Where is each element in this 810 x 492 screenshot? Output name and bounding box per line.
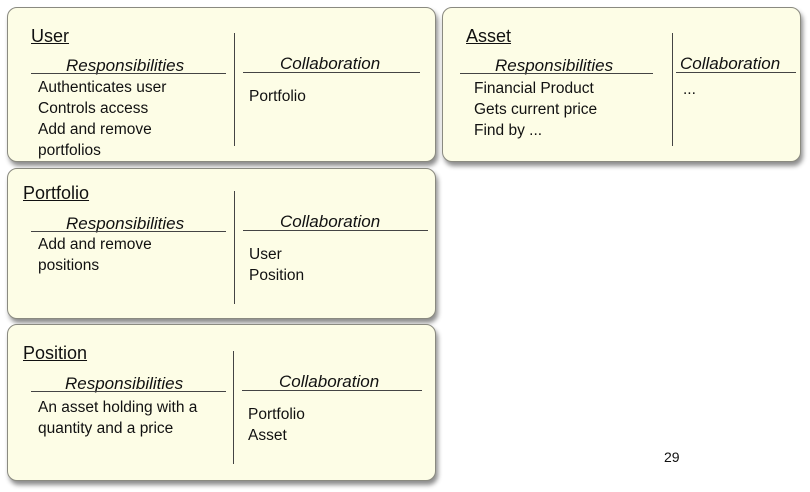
- responsibilities-header: Responsibilities: [66, 214, 185, 233]
- collaboration-header: Collaboration: [680, 54, 781, 73]
- list-item: User: [249, 246, 282, 263]
- collaboration-list: ...: [683, 79, 696, 100]
- responsibilities-list: Financial Product Gets current price Fin…: [474, 78, 597, 141]
- responsibilities-list: An asset holding with a quantity and a p…: [38, 397, 197, 439]
- card-title: User: [31, 26, 70, 46]
- card-title: Portfolio: [23, 183, 90, 203]
- list-item: Authenticates user: [38, 79, 167, 96]
- collaboration-list: Portfolio: [249, 86, 306, 107]
- crc-card-portfolio: Portfolio Responsibilities Collaboration…: [7, 168, 436, 319]
- responsibilities-header: Responsibilities: [65, 374, 184, 393]
- list-item: Find by ...: [474, 122, 543, 139]
- crc-card-position: Position Responsibilities Collaboration …: [7, 324, 436, 481]
- list-item: Add and remove: [38, 236, 152, 253]
- column-divider: [234, 191, 235, 304]
- responsibilities-header: Responsibilities: [495, 56, 614, 75]
- card-title: Position: [23, 343, 88, 363]
- collaboration-header: Collaboration: [279, 372, 380, 391]
- responsibilities-list: Add and remove positions: [38, 234, 152, 276]
- collaboration-header: Collaboration: [280, 54, 381, 73]
- list-item: Position: [249, 267, 305, 284]
- collaboration-underline: [243, 230, 428, 231]
- list-item: Portfolio: [249, 88, 306, 105]
- responsibilities-header: Responsibilities: [66, 56, 185, 75]
- column-divider: [233, 351, 234, 464]
- list-item: ...: [683, 81, 696, 98]
- list-item: An asset holding with a: [38, 399, 198, 416]
- collaboration-underline: [676, 72, 796, 73]
- page-number: 29: [664, 449, 680, 465]
- card-title: Asset: [466, 26, 512, 46]
- list-item: Controls access: [38, 100, 149, 117]
- responsibilities-underline: [31, 231, 226, 232]
- collaboration-header: Collaboration: [280, 212, 381, 231]
- collaboration-underline: [242, 390, 422, 391]
- list-item: Portfolio: [248, 406, 305, 423]
- list-item: Asset: [248, 427, 287, 444]
- responsibilities-underline: [31, 391, 226, 392]
- list-item: portfolios: [38, 142, 101, 159]
- column-divider: [672, 33, 673, 146]
- list-item: Gets current price: [474, 101, 598, 118]
- responsibilities-list: Authenticates user Controls access Add a…: [38, 77, 166, 161]
- responsibilities-underline: [460, 73, 653, 74]
- collaboration-list: User Position: [249, 244, 304, 286]
- list-item: quantity and a price: [38, 420, 174, 437]
- list-item: Add and remove: [38, 121, 152, 138]
- collaboration-underline: [243, 72, 420, 73]
- collaboration-list: Portfolio Asset: [248, 404, 305, 446]
- responsibilities-underline: [31, 73, 226, 74]
- crc-card-user: User Responsibilities Collaboration Auth…: [7, 7, 436, 162]
- list-item: positions: [38, 257, 100, 274]
- column-divider: [234, 33, 235, 146]
- list-item: Financial Product: [474, 80, 594, 97]
- crc-card-asset: Asset Responsibilities Collaboration Fin…: [442, 7, 801, 162]
